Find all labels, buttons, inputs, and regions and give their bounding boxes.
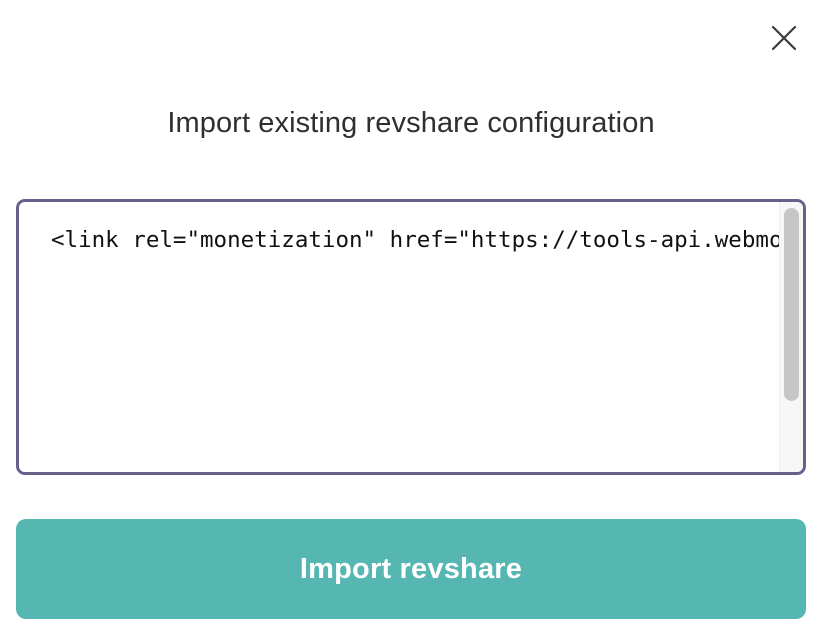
close-button[interactable] — [758, 14, 810, 62]
close-icon — [770, 24, 798, 52]
revshare-config-textarea-container — [16, 199, 806, 475]
dialog-title: Import existing revshare configuration — [167, 107, 655, 139]
vertical-scrollbar[interactable] — [779, 202, 803, 472]
vertical-scrollbar-thumb[interactable] — [784, 208, 799, 401]
revshare-config-input[interactable] — [19, 202, 779, 472]
import-revshare-button[interactable]: Import revshare — [16, 519, 806, 619]
